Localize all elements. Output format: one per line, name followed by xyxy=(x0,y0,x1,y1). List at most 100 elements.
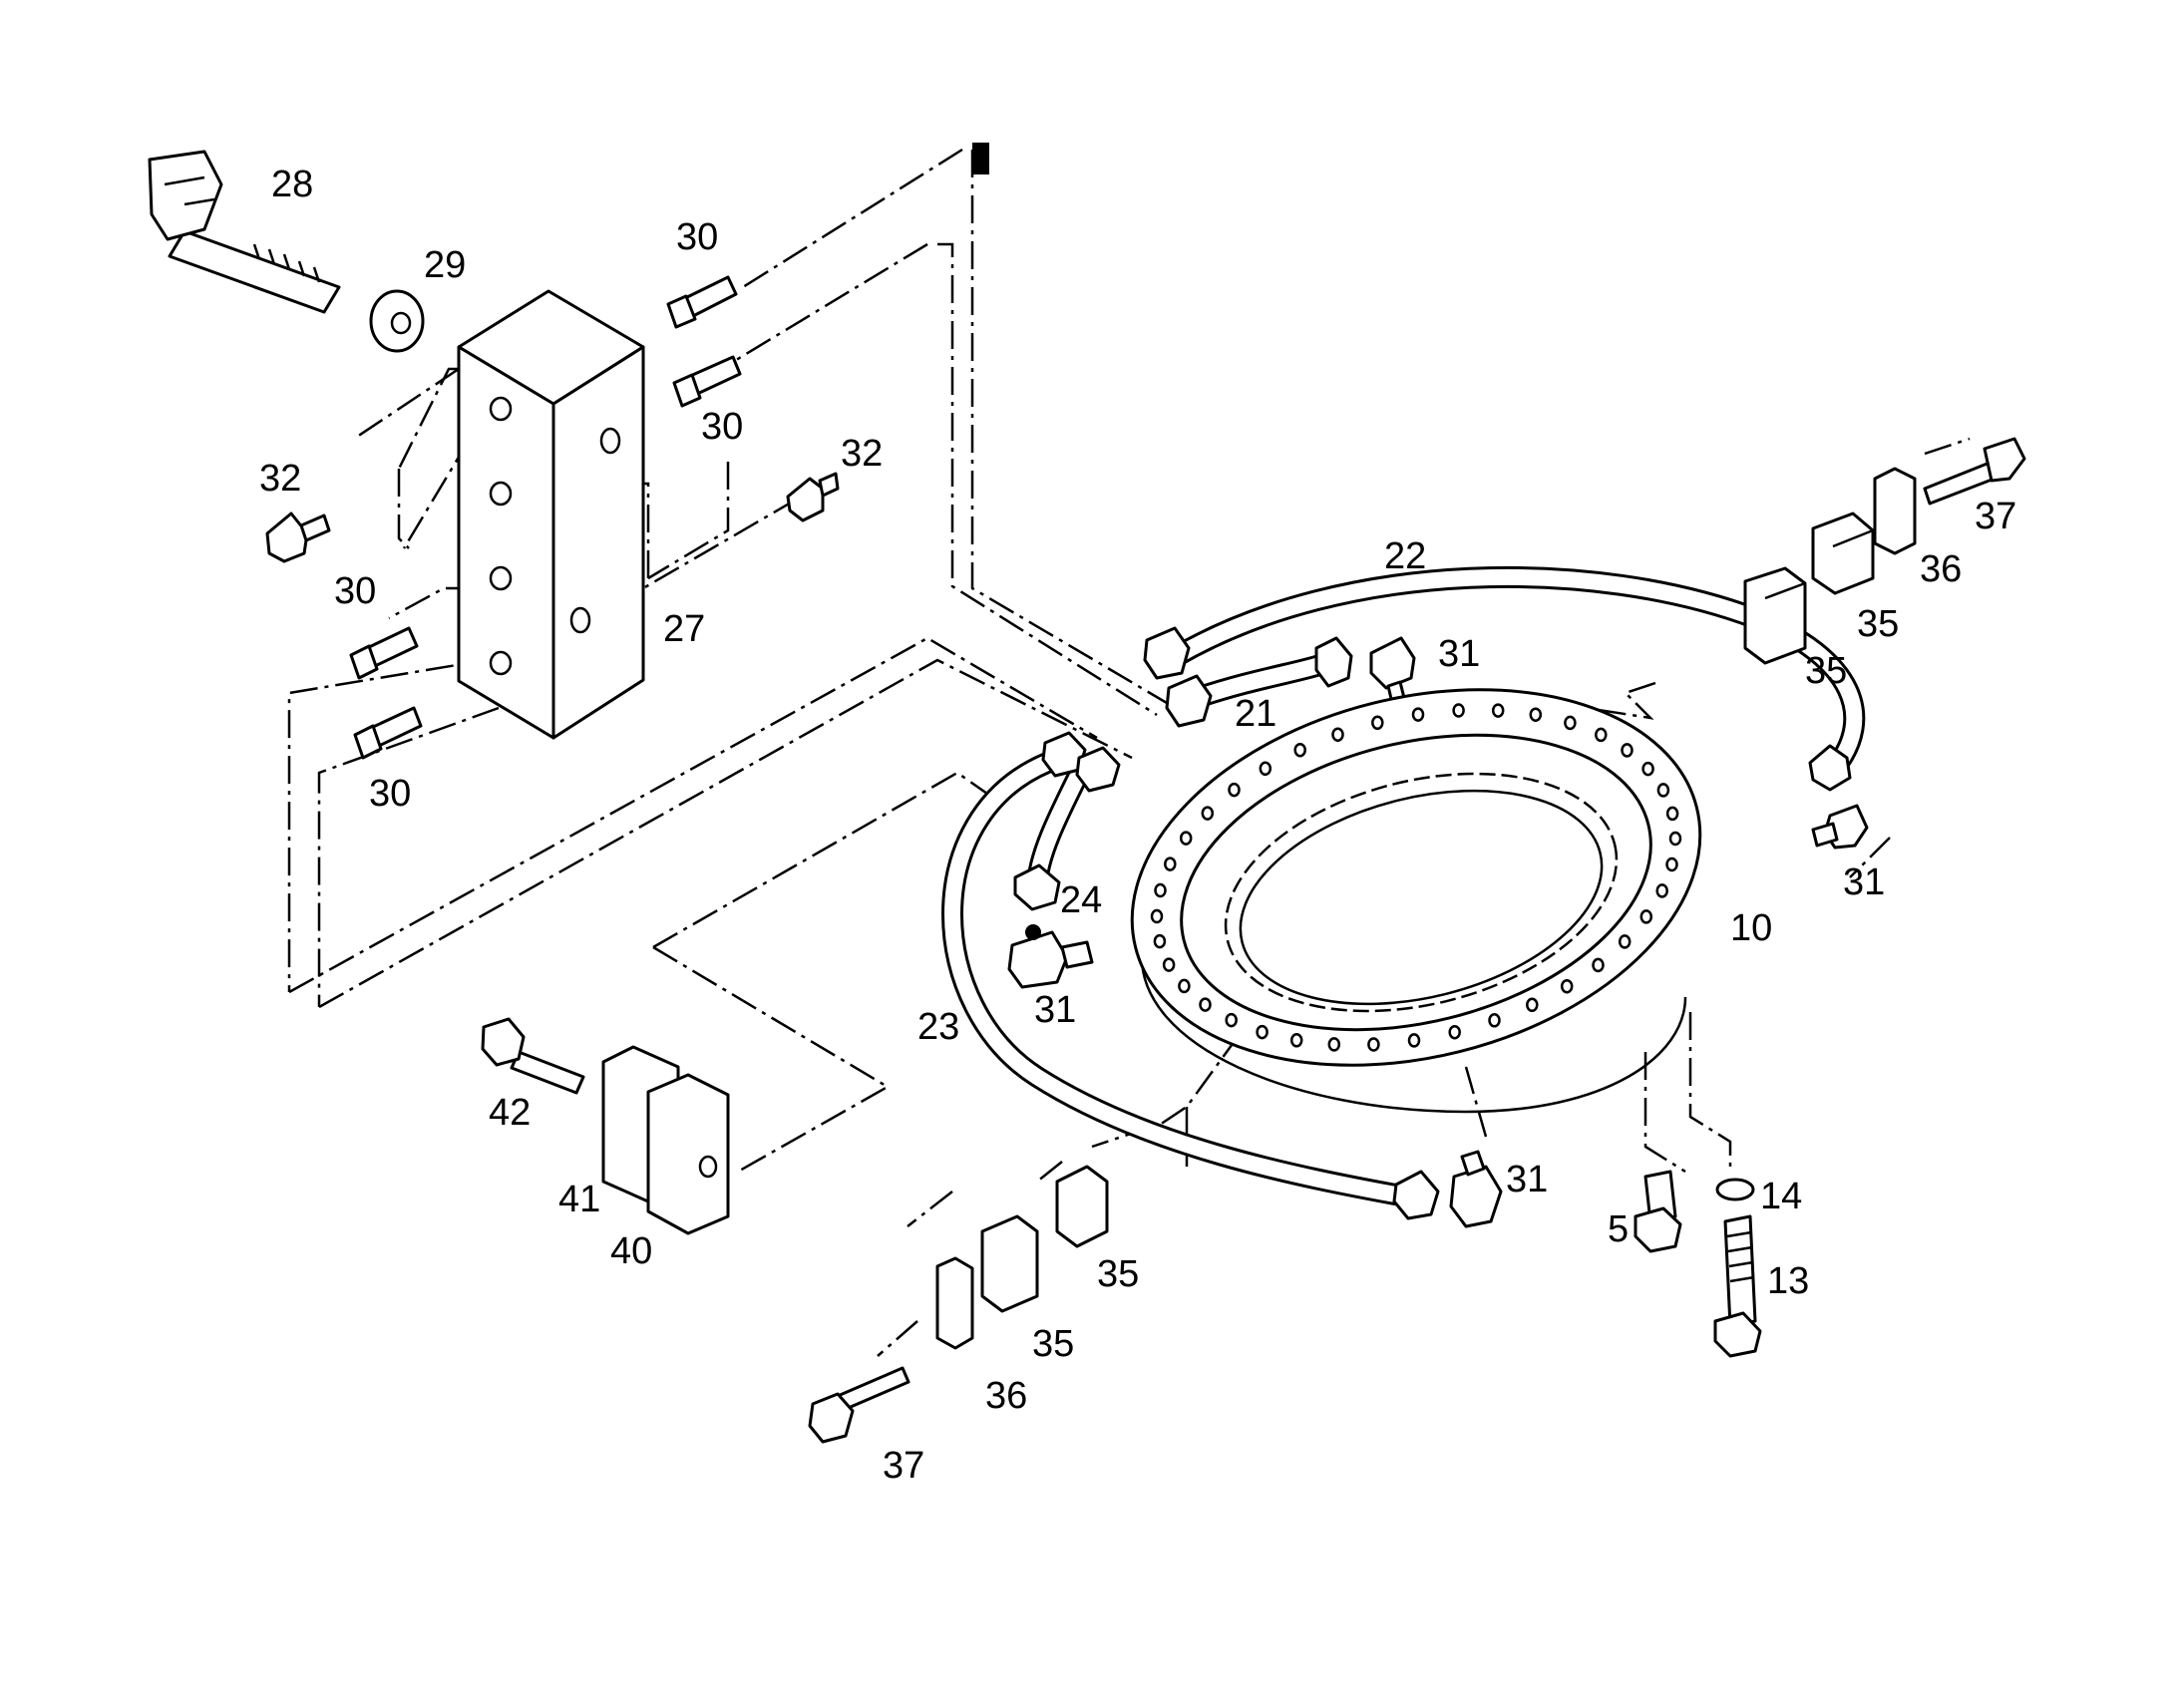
bolt-hole-icon xyxy=(1656,783,1670,798)
bolt-hole-icon xyxy=(1256,1024,1269,1040)
bolt-hole-icon xyxy=(1595,727,1608,743)
slewing-ring-10-icon xyxy=(1130,688,1702,1114)
plate-36-icon xyxy=(935,1256,974,1350)
label-35: 35 xyxy=(1857,603,1899,645)
bolt-hole-icon xyxy=(1407,1033,1421,1048)
bolt-hole-icon xyxy=(1639,909,1653,924)
bolt-hole-icon xyxy=(1259,761,1272,777)
label-30: 30 xyxy=(701,406,743,448)
hose-22-icon xyxy=(1166,565,1866,779)
clamp-half-35-icon xyxy=(980,1214,1039,1313)
bolt-hole-icon xyxy=(1668,831,1682,847)
label-31: 31 xyxy=(1843,861,1885,903)
label-37: 37 xyxy=(883,1445,924,1487)
washer-14-icon xyxy=(1715,1178,1755,1201)
bolt-hole-icon xyxy=(1162,957,1176,972)
label-30: 30 xyxy=(676,216,718,258)
distribution-block-27-icon xyxy=(457,289,645,740)
label-35: 35 xyxy=(1097,1253,1139,1295)
label-32: 32 xyxy=(259,458,301,500)
clamp-half-35-icon xyxy=(1055,1165,1109,1248)
bolt-hole-icon xyxy=(1592,957,1605,973)
bolt-hole-icon xyxy=(1164,856,1177,871)
bolt-37-icon xyxy=(808,1366,910,1444)
fitting-30-icon xyxy=(666,275,738,329)
bolt-hole-icon xyxy=(1154,882,1167,898)
label-27: 27 xyxy=(663,608,705,650)
label-40: 40 xyxy=(610,1230,652,1272)
elbow-fitting-31-icon xyxy=(1369,636,1416,705)
bolt-5-icon xyxy=(1634,1170,1682,1253)
label-35: 35 xyxy=(1805,650,1847,692)
plug-32-icon xyxy=(786,472,840,522)
bolt-hole-icon xyxy=(1367,1037,1380,1052)
bolt-hole-icon xyxy=(1665,856,1678,872)
bolt-hole-icon xyxy=(1560,978,1574,994)
bolt-hole-icon xyxy=(1655,883,1668,898)
reference-marker-icon xyxy=(972,143,989,174)
fitting-30-icon xyxy=(672,355,742,408)
label-30: 30 xyxy=(334,570,376,612)
label-23: 23 xyxy=(917,1006,959,1048)
label-37: 37 xyxy=(1975,496,2016,537)
plug-32-icon xyxy=(265,512,331,563)
bolt-37-icon xyxy=(1923,437,2026,506)
bolt-28-icon xyxy=(148,150,341,314)
bolt-hole-icon xyxy=(1564,715,1577,731)
bolt-hole-icon xyxy=(1201,806,1215,821)
bolt-hole-icon xyxy=(1665,806,1679,822)
ring-bolt-holes xyxy=(1150,703,1682,1052)
elbow-fitting-31-icon xyxy=(1449,1150,1503,1228)
bolt-hole-icon xyxy=(1452,703,1465,718)
fitting-30-icon xyxy=(353,706,423,760)
bolt-hole-icon xyxy=(1526,997,1539,1013)
label-21: 21 xyxy=(1235,693,1276,735)
bolt-hole-icon xyxy=(1327,1037,1341,1052)
washer-29-icon xyxy=(369,289,425,353)
label-30: 30 xyxy=(369,773,411,815)
label-36: 36 xyxy=(985,1375,1027,1417)
hose-23-icon xyxy=(941,752,1417,1207)
clamp-half-35-icon xyxy=(1811,512,1875,595)
bolt-hole-icon xyxy=(1225,1012,1238,1028)
bolt-hole-icon xyxy=(1641,761,1654,777)
label-5: 5 xyxy=(1608,1208,1629,1250)
bolt-hole-icon xyxy=(1178,978,1191,994)
bolt-hole-icon xyxy=(1371,715,1384,731)
bolt-hole-icon xyxy=(1448,1024,1461,1040)
label-31: 31 xyxy=(1438,633,1480,675)
bolt-13-icon xyxy=(1713,1214,1762,1358)
bolt-hole-icon xyxy=(1488,1013,1501,1028)
bolt-hole-icon xyxy=(1228,782,1241,798)
fitting-30-icon xyxy=(349,626,419,680)
bolt-42-icon xyxy=(481,1017,585,1095)
bolt-hole-icon xyxy=(1491,703,1505,718)
label-28: 28 xyxy=(271,164,313,205)
bolt-hole-icon xyxy=(1529,707,1543,722)
bolt-hole-icon xyxy=(1293,742,1306,758)
clamp-half-35-icon xyxy=(1743,566,1807,665)
bolt-hole-icon xyxy=(1331,727,1344,742)
bolt-hole-icon xyxy=(1289,1033,1303,1048)
label-35: 35 xyxy=(1032,1323,1074,1365)
elbow-fitting-31-icon xyxy=(1811,804,1869,850)
bolt-hole-icon xyxy=(1153,933,1167,949)
label-31: 31 xyxy=(1034,989,1076,1031)
bolt-hole-icon xyxy=(1150,908,1164,924)
bolt-hole-icon xyxy=(1199,997,1212,1012)
bolt-hole-icon xyxy=(1618,934,1632,949)
label-14: 14 xyxy=(1760,1176,1802,1217)
label-32: 32 xyxy=(841,433,883,475)
label-24: 24 xyxy=(1060,879,1102,921)
label-29: 29 xyxy=(424,244,466,286)
bolt-hole-icon xyxy=(1621,743,1634,758)
plate-36-icon xyxy=(1873,467,1917,555)
label-36: 36 xyxy=(1920,548,1962,590)
label-10: 10 xyxy=(1730,907,1772,949)
clamp-40-icon xyxy=(646,1073,730,1235)
label-42: 42 xyxy=(489,1092,531,1134)
bolt-hole-icon xyxy=(1411,707,1425,722)
bolt-hole-icon xyxy=(1179,831,1193,846)
label-31: 31 xyxy=(1506,1159,1548,1200)
